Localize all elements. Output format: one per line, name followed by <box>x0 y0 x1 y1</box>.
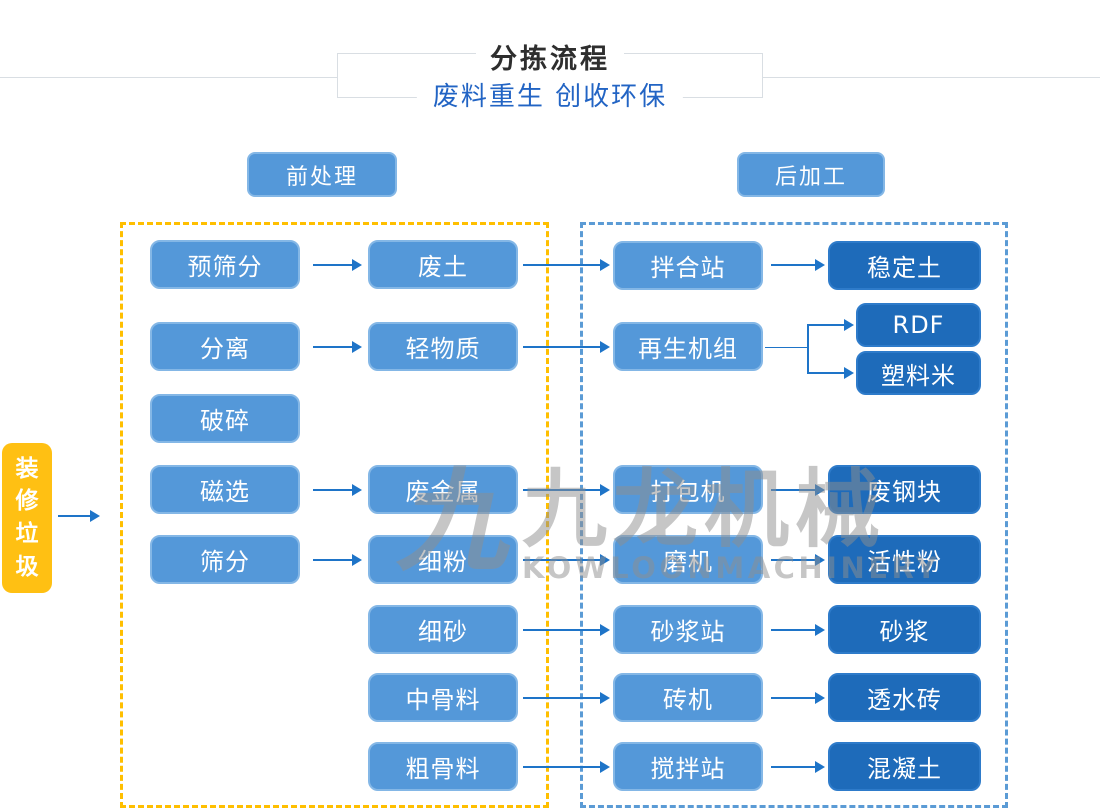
node-light-material: 轻物质 <box>368 322 518 371</box>
node-mortar: 砂浆 <box>828 605 981 654</box>
page-subtitle: 废料重生 创收环保 <box>416 76 684 113</box>
source-label: 装修垃圾 <box>15 455 39 580</box>
node-rdf: RDF <box>856 303 981 347</box>
arrow-mixingstation-stabilizedsoil <box>771 264 823 266</box>
node-fine-sand: 细砂 <box>368 605 518 654</box>
arrow-baler-scrapsteel <box>771 489 823 491</box>
node-mortar-station: 砂浆站 <box>613 605 763 654</box>
node-pre-screening: 预筛分 <box>150 240 300 289</box>
page-title: 分拣流程 <box>476 37 624 76</box>
arrow-mortarstation-mortar <box>771 629 823 631</box>
arrow-prescreen-wastesoil <box>313 264 360 266</box>
node-concrete: 混凝土 <box>828 742 981 791</box>
header-title-box: 分拣流程 废料重生 创收环保 <box>337 37 763 113</box>
arrow-mill-activepowder <box>771 559 823 561</box>
arrow-lightmaterial-regenunit <box>523 346 608 348</box>
node-stabilized-soil: 稳定土 <box>828 241 981 290</box>
arrow-wastesoil-mixingstation <box>523 264 608 266</box>
node-mixing-station: 拌合站 <box>613 241 763 290</box>
node-plastic-pellets: 塑料米 <box>856 351 981 395</box>
node-coarse-aggregate: 粗骨料 <box>368 742 518 791</box>
branch-stub-line <box>765 347 808 348</box>
arrow-regenunit-plasticpellets <box>807 372 852 374</box>
arrow-mixingplant-concrete <box>771 766 823 768</box>
arrow-coarseaggregate-mixingplant <box>523 766 608 768</box>
node-mixing-plant: 搅拌站 <box>613 742 763 791</box>
node-regeneration-unit: 再生机组 <box>613 322 763 371</box>
node-screening: 筛分 <box>150 535 300 584</box>
node-scrap-metal: 废金属 <box>368 465 518 514</box>
node-separation: 分离 <box>150 322 300 371</box>
node-medium-aggregate: 中骨料 <box>368 673 518 722</box>
arrow-finepowder-mill <box>523 559 608 561</box>
arrow-magnetic-scrapmetal <box>313 489 360 491</box>
pre-processing-group <box>120 222 549 808</box>
node-fine-powder: 细粉 <box>368 535 518 584</box>
node-waste-soil: 废土 <box>368 240 518 289</box>
arrow-brickmachine-permeablebrick <box>771 697 823 699</box>
node-brick-machine: 砖机 <box>613 673 763 722</box>
branch-vertical-line <box>807 324 809 374</box>
node-mill: 磨机 <box>613 535 763 584</box>
arrow-screening-finepowder <box>313 559 360 561</box>
node-magnetic-separation: 磁选 <box>150 465 300 514</box>
arrow-finesand-mortarstation <box>523 629 608 631</box>
arrow-midaggregate-brickmachine <box>523 697 608 699</box>
node-permeable-brick: 透水砖 <box>828 673 981 722</box>
post-processing-label: 后加工 <box>737 152 885 197</box>
source-decoration-waste: 装修垃圾 <box>2 443 52 593</box>
post-processing-group <box>580 222 1008 808</box>
arrow-separation-lightmaterial <box>313 346 360 348</box>
node-crushing: 破碎 <box>150 394 300 443</box>
node-baler: 打包机 <box>613 465 763 514</box>
arrow-scrapmetal-baler <box>523 489 608 491</box>
arrow-source-to-group <box>58 515 98 517</box>
node-scrap-steel-block: 废钢块 <box>828 465 981 514</box>
node-active-powder: 活性粉 <box>828 535 981 584</box>
pre-processing-label: 前处理 <box>247 152 397 197</box>
arrow-regenunit-rdf <box>807 324 852 326</box>
